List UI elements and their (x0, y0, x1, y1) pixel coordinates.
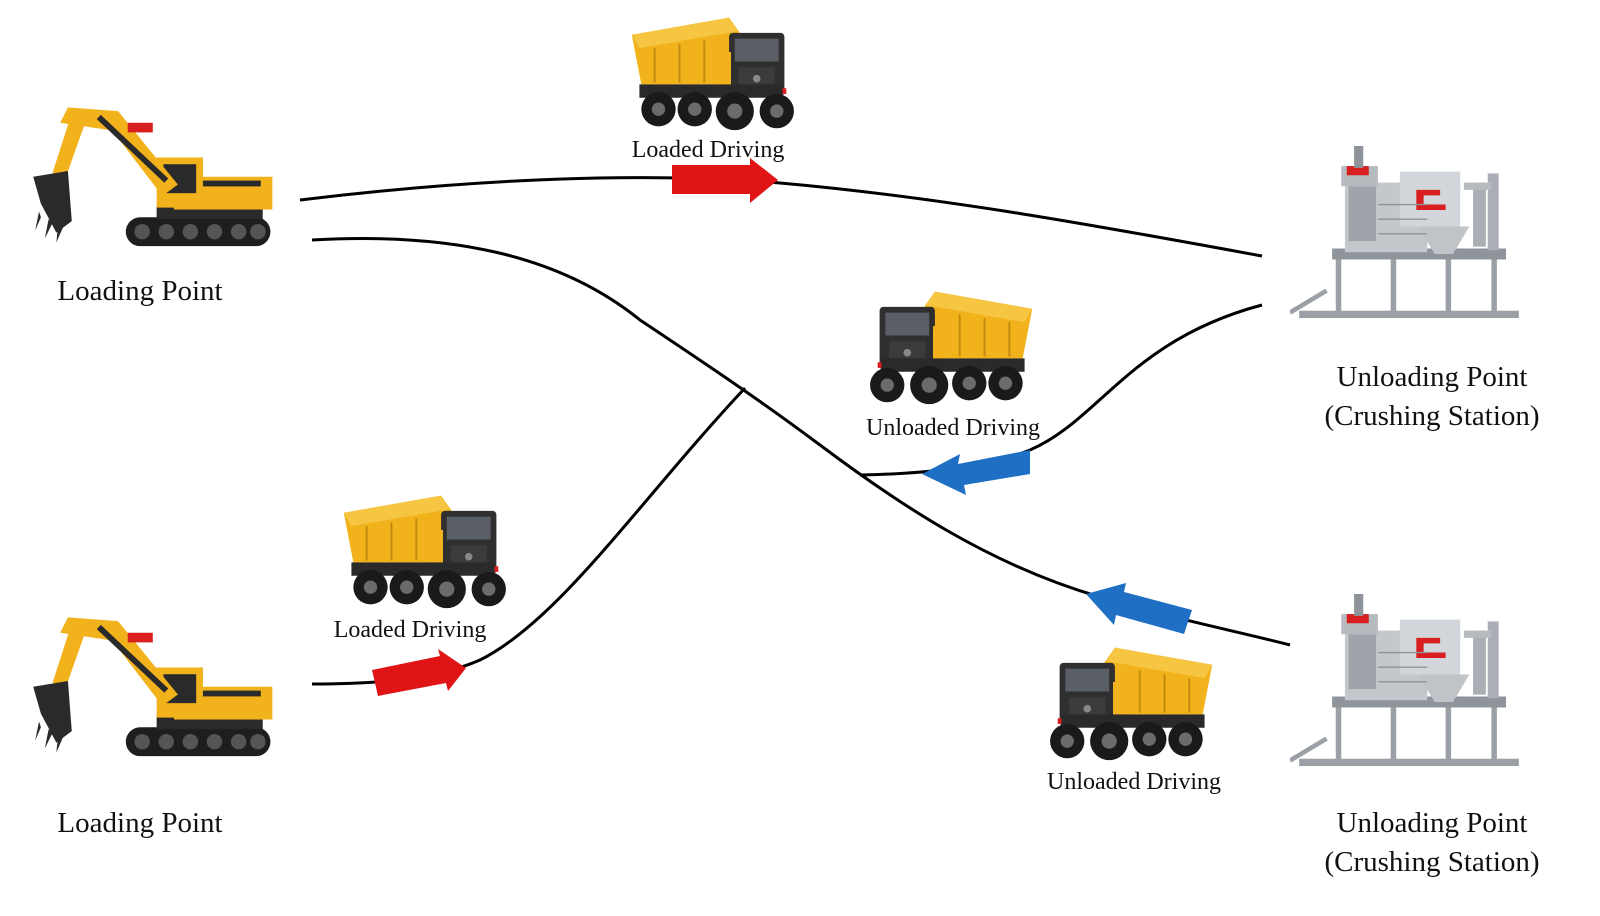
unloading-point-label-top: Unloading Point (1336, 361, 1528, 393)
loaded-arrow-left (372, 649, 466, 696)
loaded-arrow-top (672, 158, 778, 203)
unloading-point-label-bottom: Unloading Point (1336, 807, 1528, 839)
crushing-station-icon (1290, 146, 1519, 318)
excavator-icon (33, 617, 272, 756)
dump-truck-icon (630, 16, 795, 132)
route-unloading-top-to-crossing (859, 303, 1263, 477)
excavator-icon (33, 107, 272, 246)
unloaded-arrow-mid (922, 450, 1030, 495)
dump-truck-icon (1049, 646, 1214, 762)
loading-point-label-top: Loading Point (57, 275, 223, 307)
truck-label-loaded-top: Loaded Driving (631, 137, 785, 163)
crushing-station-icon (1290, 594, 1519, 766)
loading-point-label-bottom: Loading Point (57, 807, 223, 839)
truck-label-unloaded-right: Unloaded Driving (1047, 769, 1221, 795)
route-loading-bottom-to-crossing (311, 386, 747, 686)
truck-label-unloaded-mid: Unloaded Driving (866, 415, 1040, 441)
unloaded-arrow-right (1086, 583, 1192, 634)
crushing-station-label-bottom: (Crushing Station) (1324, 846, 1540, 878)
dump-truck-icon (342, 494, 507, 610)
route-loading-top-to-unloading-top (299, 176, 1263, 258)
truck-label-loaded-left: Loaded Driving (333, 617, 487, 643)
dump-truck-icon (869, 290, 1034, 406)
crushing-station-label-top: (Crushing Station) (1324, 400, 1540, 432)
